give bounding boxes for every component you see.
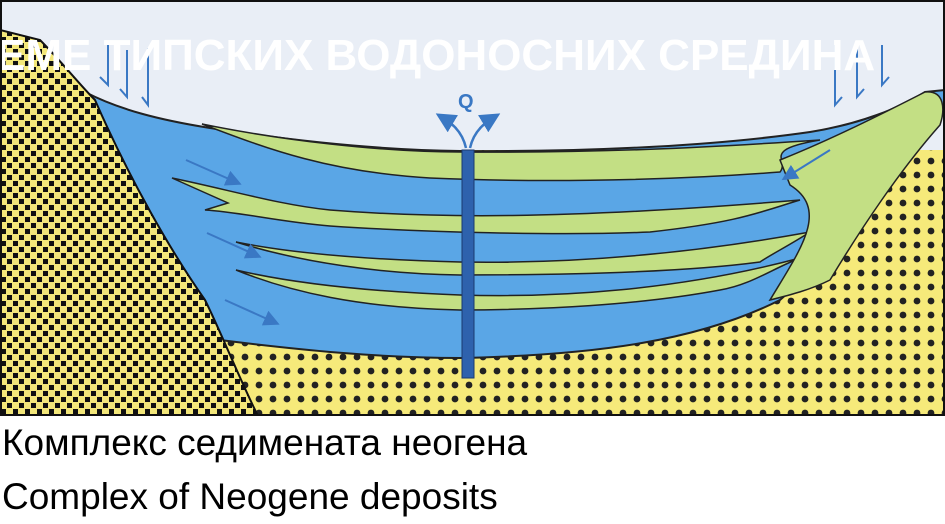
bedrock-left — [0, 28, 260, 416]
discharge-arrow-icon — [435, 113, 501, 149]
caption-english: Complex of Neogene deposits — [2, 476, 498, 517]
aquifer-cross-section: Q ЕМЕ ТИПСКИХ ВОДОНОСНИХ СРЕДИНА — [0, 0, 945, 416]
title-overlay: ЕМЕ ТИПСКИХ ВОДОНОСНИХ СРЕДИНА — [0, 31, 875, 80]
well-label: Q — [458, 91, 474, 113]
well — [461, 149, 475, 379]
clay-lenses — [171, 91, 944, 311]
frame — [0, 0, 945, 416]
caption-serbian: Комплекс седимената неогена — [2, 422, 528, 463]
flow-arrow-icon — [185, 149, 831, 326]
recharge-arrow-icon — [99, 45, 890, 108]
